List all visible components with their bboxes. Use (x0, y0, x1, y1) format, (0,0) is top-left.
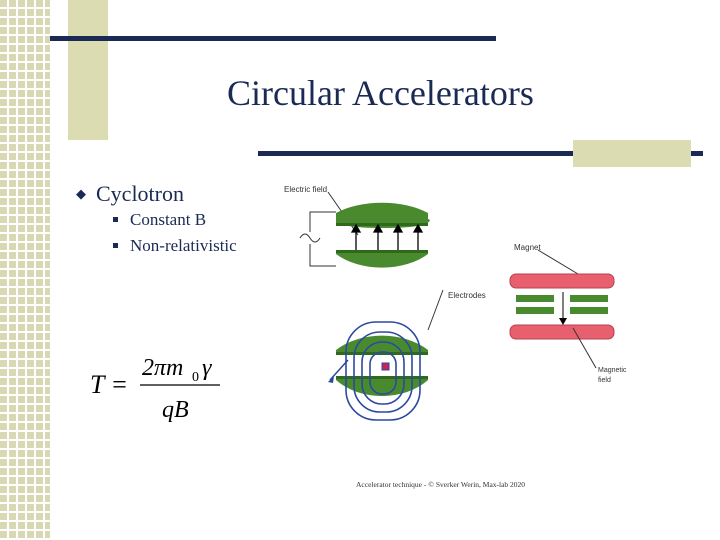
label-magnetic-field-line2: field (598, 377, 611, 384)
upper-dee-top (336, 202, 428, 223)
electrode-bottom-left (516, 307, 554, 314)
title-accent-block (68, 0, 108, 140)
magnetic-field-pointer (572, 327, 597, 369)
lower-dee-top-edge (336, 352, 428, 355)
electrode-top-right (570, 295, 608, 302)
formula-numerator: 2πm (142, 355, 183, 381)
formula-lhs: T = (90, 370, 128, 399)
formula-subscript: 0 (192, 370, 199, 385)
beam-arrow-icon (328, 376, 334, 383)
cyclotron-period-formula: T = 2πm 0 γ qB (90, 355, 220, 423)
electric-field-arrows (350, 223, 424, 250)
sub-bullet-constant-b: Constant B (113, 210, 206, 230)
diagram-credit: Accelerator technique - © Sverker Werin,… (356, 480, 525, 489)
field-arrow-icon (559, 318, 567, 325)
bullet-cyclotron-label: Cyclotron (96, 181, 184, 206)
sub-bullet-label: Non-relativistic (130, 236, 237, 255)
bullet-cyclotron: ◆ Cyclotron (76, 181, 184, 207)
sub-bullet-non-relativistic: Non-relativistic (113, 236, 237, 256)
corner-accent-block (573, 140, 691, 167)
magnet-bottom (509, 324, 615, 340)
lower-dee-bottom (336, 376, 428, 397)
ion-source-icon (381, 362, 390, 371)
slide-title: Circular Accelerators (227, 73, 534, 113)
left-decorative-stripe (0, 0, 50, 540)
diamond-bullet-icon: ◆ (76, 186, 86, 201)
electrodes-pointer (427, 289, 444, 331)
upper-dee-bottom (336, 250, 428, 268)
upper-dee-bottom-edge (336, 250, 428, 253)
upper-dee-top-edge (336, 223, 428, 226)
ac-source-icon (299, 211, 336, 267)
label-magnet: Magnet (514, 243, 541, 252)
square-bullet-icon (113, 217, 118, 222)
label-magnetic-field-line1: Magnetic (598, 367, 627, 374)
cyclotron-diagram: Electric field Magnet Electrodes (284, 185, 627, 489)
extracted-beam (329, 359, 349, 381)
formula-denominator: qB (162, 397, 189, 423)
electrode-top-left (516, 295, 554, 302)
formula-gamma: γ (202, 355, 212, 381)
magnet-top (509, 273, 615, 289)
top-rule (50, 36, 496, 41)
spiral-orbit (345, 321, 421, 421)
label-electric-field: Electric field (284, 185, 327, 194)
label-electrodes: Electrodes (448, 291, 486, 300)
bottom-rule (258, 151, 703, 156)
electrode-bottom-right (570, 307, 608, 314)
sub-bullet-label: Constant B (130, 210, 207, 229)
square-bullet-icon (113, 243, 118, 248)
lower-dee-bottom-edge (336, 376, 428, 379)
